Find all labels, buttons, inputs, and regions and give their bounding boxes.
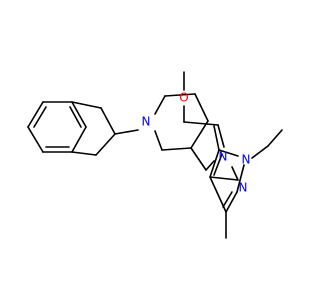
- bond: [183, 121, 219, 126]
- bond: [209, 149, 220, 178]
- pyrazole-ring: [209, 149, 245, 213]
- bond: [100, 107, 116, 135]
- bond: [217, 124, 225, 148]
- methoxy-oxygen-label: O: [179, 91, 188, 105]
- double-bond: [69, 106, 82, 128]
- double-bond: [222, 191, 233, 208]
- bond: [194, 93, 209, 122]
- pyrazole-n1-label: N: [242, 153, 251, 167]
- bond: [95, 133, 116, 156]
- background: [0, 0, 300, 300]
- bond: [114, 129, 139, 135]
- bond: [251, 145, 269, 159]
- bond: [71, 101, 102, 109]
- bond: [225, 191, 238, 213]
- molecule-structure: N N N N O: [0, 0, 300, 300]
- molecule-canvas: N N N N O: [0, 0, 300, 300]
- bond: [164, 93, 196, 97]
- bond: [190, 120, 209, 149]
- piperidine-nitrogen-label: N: [142, 115, 151, 129]
- amine-nitrogen-label: N: [219, 150, 228, 164]
- bond: [205, 160, 215, 171]
- bond: [71, 126, 87, 153]
- double-bond: [33, 106, 47, 128]
- bond: [27, 101, 44, 128]
- bond: [213, 125, 220, 151]
- bond: [231, 166, 239, 181]
- bond: [218, 149, 239, 157]
- pyrazole-n2-label: N: [239, 181, 248, 195]
- bond: [71, 101, 87, 128]
- bond: [209, 176, 239, 181]
- bond: [154, 95, 166, 115]
- bond: [236, 164, 245, 193]
- bond: [71, 151, 97, 156]
- indane-cyclopentane-ring: [71, 101, 116, 156]
- bond: [154, 130, 163, 151]
- piperidine-ring: [154, 93, 209, 151]
- bond: [161, 147, 192, 151]
- bond: [190, 147, 207, 171]
- bond: [27, 126, 44, 153]
- methoxyethyl-chain: [183, 71, 225, 148]
- indane-benzene-ring: [27, 101, 87, 153]
- double-bond: [213, 153, 223, 176]
- bond: [267, 129, 283, 147]
